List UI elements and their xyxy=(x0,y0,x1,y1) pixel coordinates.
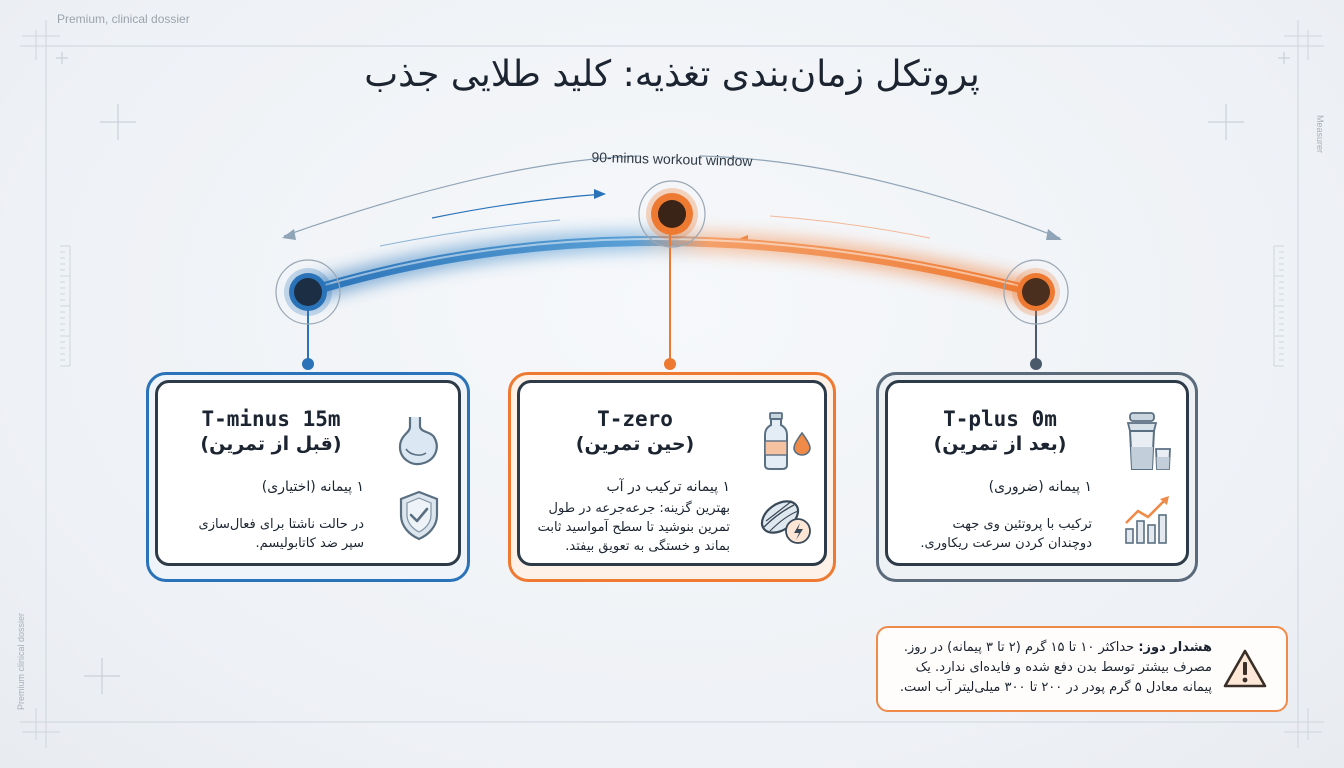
page-title: پروتکل زمان‌بندی تغذیه: کلید طلایی جذب xyxy=(364,54,980,95)
dose-warning: هشدار دوز: حداکثر ۱۰ تا ۱۵ گرم (۲ تا ۳ پ… xyxy=(876,626,1288,712)
shaker-icon xyxy=(1126,412,1171,470)
card-dose: ۱ پیمانه ترکیب در آب xyxy=(606,479,730,495)
warning-triangle-icon xyxy=(1223,649,1267,688)
card-subtitle: (بعد از تمرین) xyxy=(933,433,1067,455)
card-description: بهترین گزینه: جرعه‌جرعه در طول تمرین بنو… xyxy=(537,501,730,554)
timeline-node-during xyxy=(638,180,706,248)
card-pre-workout: T-minus 15m (قبل از تمرین) ۱ پیمانه (اخت… xyxy=(155,380,461,566)
muscle-energy-icon xyxy=(760,500,811,544)
card-title: T-zero xyxy=(597,407,673,431)
card-dose: ۱ پیمانه (ضروری) xyxy=(988,479,1092,495)
watermark-side: Premium clinical dossier xyxy=(16,612,26,710)
shield-check-icon xyxy=(399,490,439,541)
card-subtitle: (قبل از تمرین) xyxy=(200,433,342,455)
stomach-icon xyxy=(398,417,438,466)
timeline-node-post xyxy=(1003,259,1069,325)
card-description: در حالت ناشتا برای فعال‌سازی سپر ضد کاتا… xyxy=(198,517,364,551)
card-post-workout: T-plus 0m (بعد از تمرین) ۱ پیمانه (ضروری… xyxy=(885,380,1189,566)
watermark-top: Premium, clinical dossier xyxy=(57,12,190,26)
warning-text: هشدار دوز: حداکثر ۱۰ تا ۱۵ گرم (۲ تا ۳ پ… xyxy=(899,640,1212,695)
water-bottle-icon xyxy=(764,412,811,470)
warning-label: هشدار دوز: xyxy=(1138,640,1212,655)
card-during-workout: T-zero (حین تمرین) ۱ پیمانه ترکیب در آب … xyxy=(517,380,827,566)
timeline-arc xyxy=(282,155,1062,370)
card-title: T-minus 15m xyxy=(201,407,341,431)
growth-chart-icon xyxy=(1125,496,1169,544)
card-dose: ۱ پیمانه (اختیاری) xyxy=(261,479,364,495)
card-title: T-plus 0m xyxy=(943,407,1057,431)
timeline-node-pre xyxy=(275,259,341,325)
card-subtitle: (حین تمرین) xyxy=(575,433,695,455)
card-description: ترکیب با پروتئین وی جهت دوچندان کردن سرع… xyxy=(920,517,1092,551)
